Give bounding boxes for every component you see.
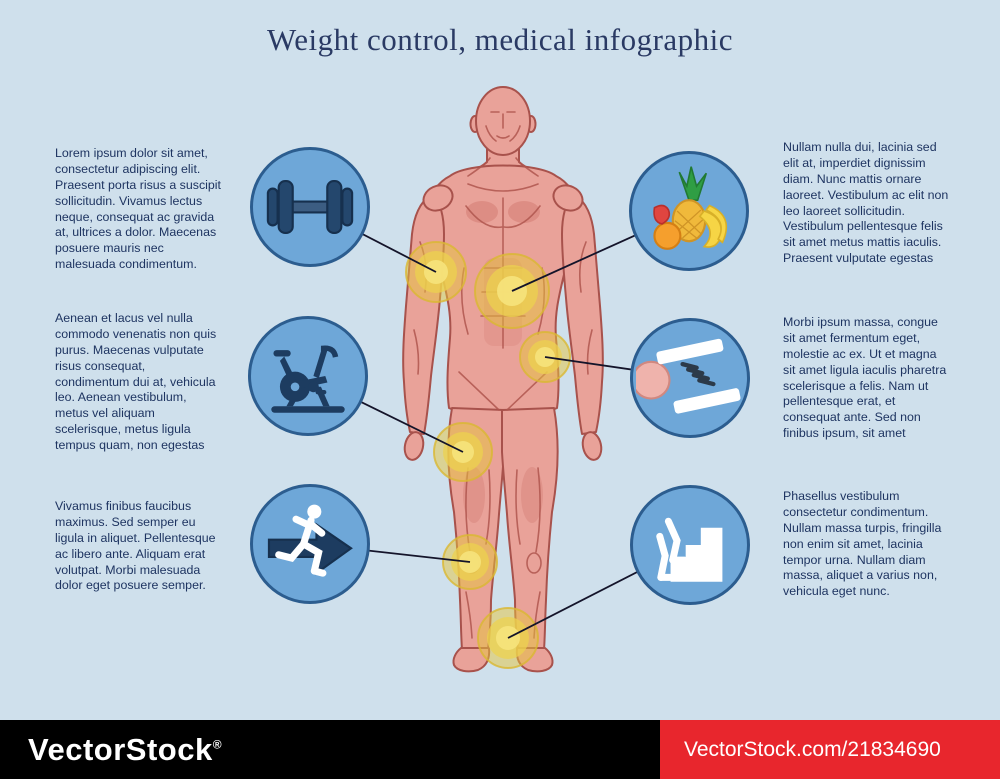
human-body-figure: [402, 86, 604, 673]
page-title: Weight control, medical infographic: [266, 22, 734, 57]
fruits-icon: [653, 166, 728, 250]
credit-banner: VectorStock.com/21834690: [660, 720, 1000, 779]
paragraph-right-2: Morbi ipsum massa, congue sit amet ferme…: [783, 315, 947, 441]
icon-circle-weighing-scale: [630, 318, 750, 438]
icon-circle-dumbbell: [250, 147, 370, 267]
vectorstock-logo-text: VectorStock: [28, 731, 213, 767]
vectorstock-logo: VectorStock®: [28, 732, 222, 768]
paragraph-right-1: Nullam nulla dui, lacinia sed elit at, i…: [783, 140, 949, 266]
weighing-scale-icon: [636, 338, 741, 414]
running-man-icon: [267, 504, 353, 577]
icon-circle-running: [250, 484, 370, 604]
climbing-stairs-icon: [656, 517, 723, 582]
credit-url: VectorStock.com/21834690: [684, 737, 941, 761]
exercise-bike-icon: [271, 345, 345, 413]
footer-bar: VectorStock® VectorStock.com/21834690: [0, 720, 1000, 779]
icon-circle-climbing-stairs: [630, 485, 750, 605]
paragraph-left-2: Aenean et lacus vel nulla commodo venena…: [55, 311, 217, 452]
registered-mark: ®: [212, 737, 223, 752]
paragraph-right-3: Phasellus vestibulum consectetur condime…: [783, 489, 942, 599]
icon-circle-fruits: [629, 151, 749, 271]
icon-circle-exercise-bike: [248, 316, 368, 436]
paragraph-left-3: Vivamus finibus faucibus maximus. Sed se…: [55, 499, 216, 593]
paragraph-left-1: Lorem ipsum dolor sit amet, consectetur …: [55, 146, 221, 272]
dumbbell-icon: [266, 180, 354, 234]
